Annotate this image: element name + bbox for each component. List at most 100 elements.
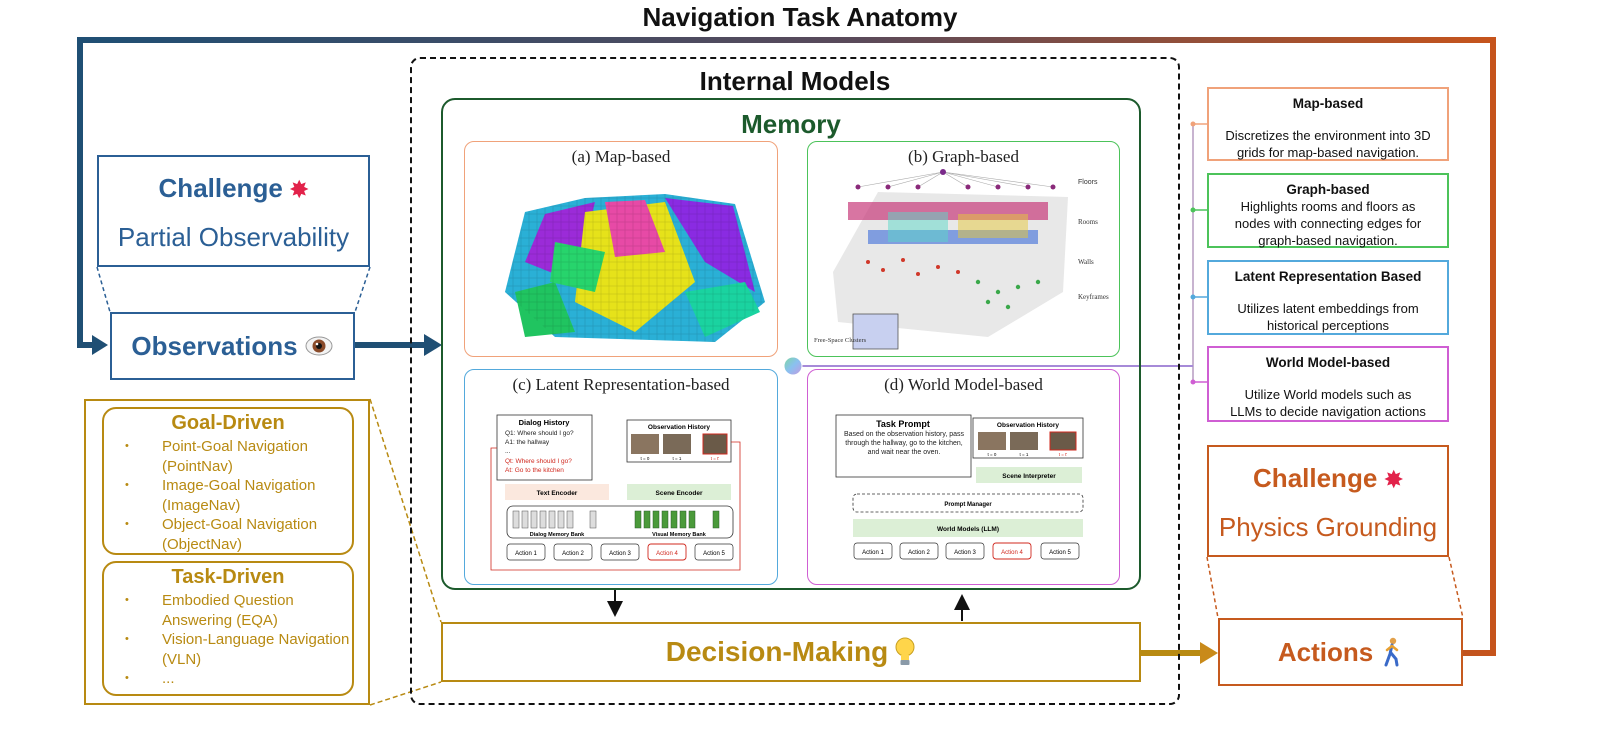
graph-label-keyframes: Keyframes: [1078, 293, 1109, 301]
decision-making-label: Decision-Making: [665, 636, 889, 667]
time-label: t = 1: [673, 456, 682, 461]
eye-icon: [305, 336, 333, 356]
time-label: t = t': [711, 456, 720, 461]
action-label: Action 4: [1001, 550, 1023, 556]
panel-graph-based: (b) Graph-based Floors Roo: [807, 141, 1120, 357]
actions-label: Actions: [1277, 636, 1374, 667]
task-driven-heading: Task-Driven: [171, 566, 285, 588]
desc-map-based: Map-based Discretizes the environment in…: [1207, 87, 1449, 161]
free-space-label: Free-Space Clusters: [814, 337, 867, 344]
lightbulb-icon: [895, 637, 915, 665]
observations-box: Observations: [110, 312, 355, 380]
desc-heading: Latent Representation Based: [1234, 269, 1422, 284]
scene-graph-image: Floors Rooms Walls Keyframes Free-Space …: [814, 169, 1109, 350]
dialog-history-label: Dialog History: [519, 418, 571, 427]
challenge-physics-grounding: Challenge ✸ Physics Grounding: [1207, 445, 1449, 557]
internal-models-title: Internal Models: [699, 66, 891, 96]
voxel-map-image: [505, 194, 765, 342]
panel-caption-a: (a) Map-based: [571, 147, 671, 166]
challenge-heading-left: Challenge ✸: [158, 173, 309, 203]
collision-icon: ✸: [1384, 467, 1403, 492]
action-label: Action 4: [656, 551, 678, 557]
panel-latent-representation: (c) Latent Representation-based Dialog H…: [464, 369, 778, 585]
feedback-arrowhead: [92, 335, 108, 355]
collision-icon: ✸: [290, 177, 309, 202]
text-encoder-label: Text Encoder: [537, 490, 578, 497]
dialog-line: Q1: Where should I go?: [505, 430, 574, 437]
feedback-loop-line: [77, 37, 1496, 656]
time-label: t = 0: [988, 452, 997, 457]
task-type-container: [84, 399, 370, 705]
actions-box: Actions: [1218, 618, 1463, 686]
dialog-line: A1: the hallway: [505, 439, 550, 446]
prompt-manager-label: Prompt Manager: [944, 502, 992, 508]
graph-label-floors: Floors: [1078, 179, 1098, 186]
memory-container: [441, 98, 1141, 590]
latent-pipeline-figure: Dialog History Q1: Where should I go? A1…: [490, 414, 741, 571]
desc-latent-representation: Latent Representation Based Utilizes lat…: [1207, 260, 1449, 335]
memory-title: Memory: [741, 109, 841, 139]
dialog-memory-bank-label: Dialog Memory Bank: [530, 532, 585, 538]
goal-driven-heading: Goal-Driven: [171, 412, 285, 434]
desc-heading: Map-based: [1292, 96, 1364, 111]
panel-caption-b: (b) Graph-based: [908, 147, 1019, 166]
visual-memory-bank-label: Visual Memory Bank: [652, 532, 707, 538]
list-item: Point-Goal Navigation (PointNav): [125, 437, 352, 476]
challenge-text-left: Partial Observability: [117, 222, 350, 252]
diagram-title: Navigation Task Anatomy: [642, 2, 958, 32]
action-label: Action 1: [862, 550, 884, 556]
desc-graph-based: Graph-based Highlights rooms and floors …: [1207, 173, 1449, 248]
time-label: t = 1: [1020, 452, 1029, 457]
dialog-line: ...: [505, 448, 511, 455]
goal-driven-box: Goal-Driven Point-Goal Navigation (Point…: [102, 407, 354, 555]
desc-heading: World Model-based: [1265, 355, 1391, 370]
scene-encoder-label: Scene Encoder: [656, 490, 703, 497]
action-label: Action 2: [908, 550, 930, 556]
list-item: Image-Goal Navigation (ImageNav): [125, 476, 352, 515]
task-driven-list: Embodied Question Answering (EQA) Vision…: [104, 591, 352, 689]
list-item: ...: [125, 669, 352, 689]
walking-person-icon: [1384, 637, 1399, 667]
action-label: Action 2: [562, 551, 584, 557]
challenge-partial-observability: Challenge ✸ Partial Observability: [97, 155, 370, 267]
panel-caption-d: (d) World Model-based: [884, 375, 1043, 394]
action-label: Action 1: [515, 551, 537, 557]
internal-models-container: [410, 57, 1180, 705]
desc-text: Utilizes latent embeddings from historic…: [1237, 301, 1419, 333]
desc-text: Discretizes the environment into 3D grid…: [1225, 128, 1431, 160]
desc-heading: Graph-based: [1286, 182, 1370, 197]
action-label: Action 5: [1049, 550, 1071, 556]
task-prompt-label: Task Prompt: [876, 419, 930, 429]
goal-driven-list: Point-Goal Navigation (PointNav) Image-G…: [104, 437, 352, 554]
task-prompt-text: Based on the observation history, pass t…: [843, 431, 965, 456]
list-item: Embodied Question Answering (EQA): [125, 591, 352, 630]
world-models-label: World Models (LLM): [937, 526, 999, 533]
desc-world-model: World Model-based Utilize World models s…: [1207, 346, 1449, 422]
desc-text: Utilize World models such as LLMs to dec…: [1230, 387, 1426, 419]
action-label: Action 3: [954, 550, 976, 556]
observations-label: Observations: [131, 330, 298, 361]
desc-text: Highlights rooms and floors as nodes wit…: [1234, 199, 1422, 248]
task-driven-box: Task-Driven Embodied Question Answering …: [102, 561, 354, 696]
panel-map-based: (a) Map-based: [464, 141, 778, 357]
panel-world-model: (d) World Model-based Task Prompt Based …: [807, 369, 1120, 585]
world-model-pipeline-figure: Task Prompt Based on the observation his…: [835, 414, 1084, 560]
time-label: t = 0: [641, 456, 650, 461]
decision-making-box: Decision-Making: [441, 622, 1141, 682]
time-label: t = t': [1059, 452, 1068, 457]
list-item: Vision-Language Navigation (VLN): [125, 630, 352, 669]
scene-interpreter-label: Scene Interpreter: [1002, 473, 1056, 480]
action-label: Action 5: [703, 551, 725, 557]
dialog-line: At: Go to the kitchen: [505, 467, 564, 474]
list-item: Object-Goal Navigation (ObjectNav): [125, 515, 352, 554]
graph-label-walls: Walls: [1078, 258, 1094, 266]
challenge-text-right: Physics Grounding: [1218, 512, 1438, 542]
challenge-heading-right: Challenge ✸: [1253, 463, 1403, 493]
dialog-line: Qt: Where should I go?: [505, 458, 572, 465]
observation-history-label: Observation History: [648, 424, 711, 431]
action-label: Action 3: [609, 551, 631, 557]
panel-caption-c: (c) Latent Representation-based: [512, 375, 730, 394]
observation-history-label: Observation History: [997, 422, 1060, 429]
graph-label-rooms: Rooms: [1078, 218, 1098, 226]
